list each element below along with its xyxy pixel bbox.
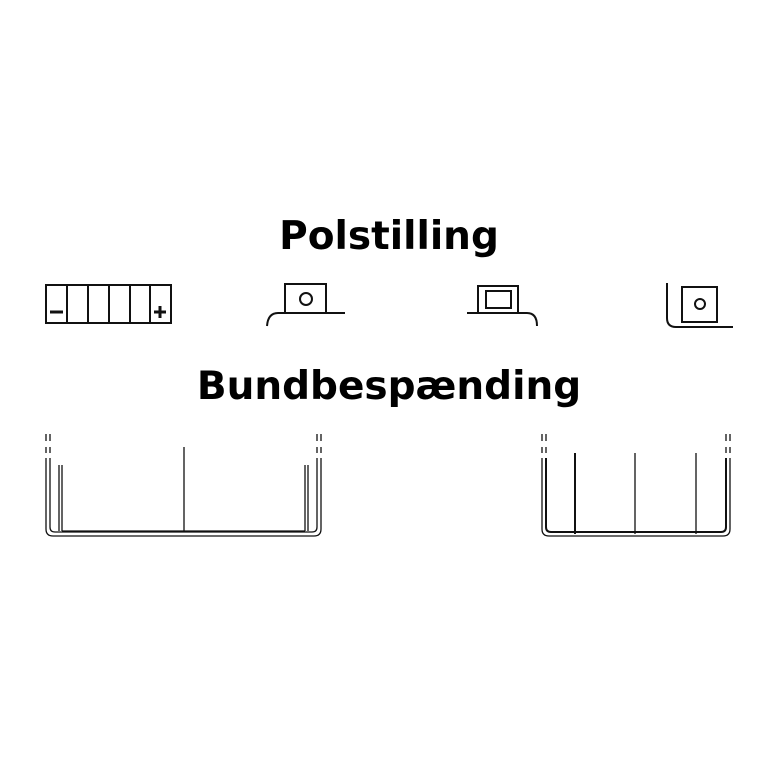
hold-down-tray-left-icon [45, 434, 322, 537]
battery-polarity-icon [45, 284, 172, 324]
hold-down-tray-right-icon [541, 434, 731, 537]
hold-down-heading: Bundbespænding [196, 364, 582, 409]
terminal-corner-icon [666, 283, 733, 328]
plus-icon [154, 306, 166, 318]
terminal-round-left-icon [266, 283, 345, 327]
terminal-square-right-icon [467, 285, 538, 327]
polarity-heading: Polstilling [279, 214, 499, 259]
